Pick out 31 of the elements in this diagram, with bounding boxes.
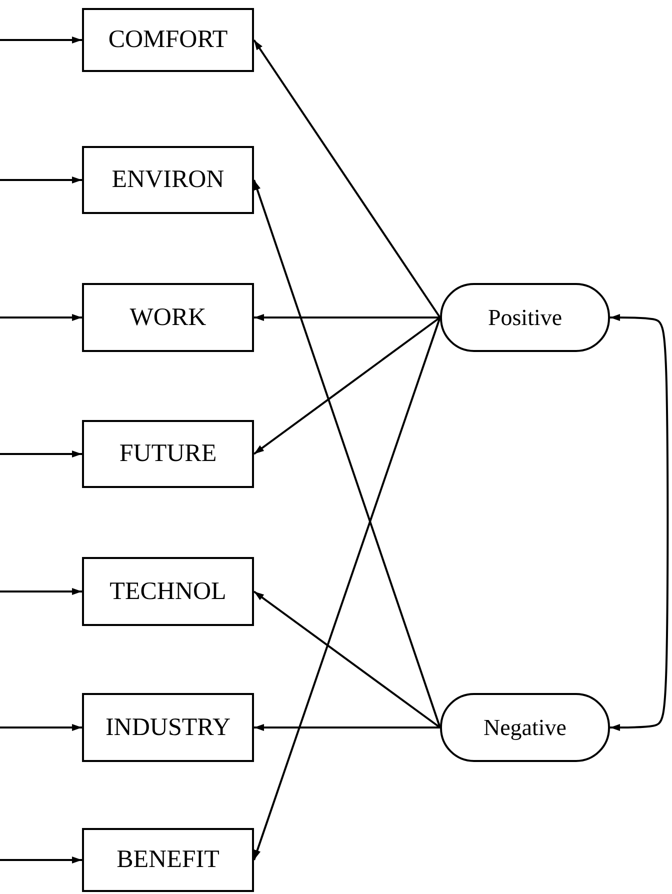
node-label: INDUSTRY [105,714,230,742]
arrow [0,588,82,595]
variable-box [82,828,254,892]
node-label: ENVIRON [112,166,224,194]
node-label: WORK [130,304,206,332]
arrow [253,316,441,455]
variable-box [82,146,254,214]
variable-box [82,693,254,762]
variable-box [82,557,254,626]
arrow [0,450,82,458]
arrow [254,724,440,731]
arrow [253,39,441,318]
arrow [253,590,441,728]
arrow [0,856,82,864]
variable-box [82,420,254,488]
arrow [0,724,82,731]
node-label: Positive [488,304,562,330]
arrow [0,36,82,44]
node-label: COMFORT [108,26,228,54]
node-label: TECHNOL [110,578,226,606]
arrow [0,314,82,321]
arrow [253,317,441,860]
arrow [610,314,669,731]
arrow [0,176,82,184]
node-label: BENEFIT [116,846,220,874]
variable-box [82,283,254,352]
variable-box [82,8,254,72]
arrow [253,180,441,728]
node-label: FUTURE [119,440,217,468]
arrow [254,314,440,321]
node-label: Negative [483,714,566,740]
